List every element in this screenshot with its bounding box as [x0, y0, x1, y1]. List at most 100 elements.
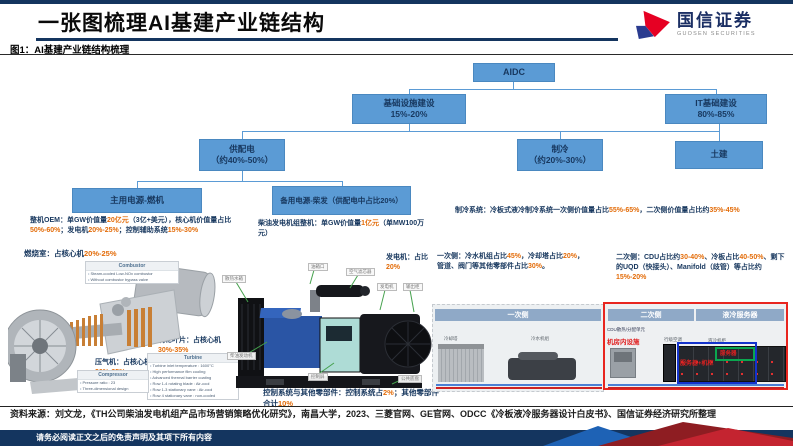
node-civil-construction: 土建	[675, 141, 763, 169]
coolant-pipe-blue	[608, 384, 784, 386]
callout-alternator: 发电机	[377, 283, 397, 291]
node-label: 土建	[710, 149, 728, 160]
turbine-item: Advanced thermal barrier coating	[148, 375, 238, 381]
cooling-tower-label: 冷却塔	[444, 336, 458, 341]
room-facility-label: 机房内设施	[607, 339, 640, 346]
node-label: 制冷	[551, 143, 569, 154]
cdu-unit-icon	[610, 348, 636, 378]
footer-decoration	[543, 422, 793, 446]
node-cooling: 制冷 （约20%-30%）	[517, 139, 603, 171]
note-turbine-oem: 整机OEM：单GW价值量20亿元（3亿+美元），核心机价值量占比50%-60%；…	[30, 217, 232, 234]
callout-control-panel: 控制屏	[308, 373, 328, 381]
turbine-callout: Turbine Turbine inlet temperature : 1600…	[147, 353, 239, 400]
node-it-infrastructure: IT基础建设 80%-85%	[665, 94, 767, 124]
connector	[513, 82, 514, 89]
node-pct: 80%-85%	[697, 109, 735, 119]
connector	[409, 124, 410, 131]
combustor-item: Without combustor bypass valve	[86, 277, 178, 283]
server-highlight-box	[715, 347, 755, 361]
page-title: 一张图梳理AI基建产业链结构	[38, 12, 325, 35]
node-pct: （约40%-50%）	[210, 155, 274, 165]
compressor-item: Three-dimensional design	[78, 386, 148, 392]
node-label: IT基础建设	[695, 97, 737, 108]
note-primary-side: 一次侧：冷水机组占比45%，冷却塔占比20%，管道、阀门等其他零部件占比30%。	[437, 253, 585, 270]
callout-diesel-engine: 柴油发动机	[227, 352, 256, 360]
compressor-callout: Compressor Pressure ratio : 23 Three-dim…	[77, 370, 149, 393]
figure-caption: 图1：AI基建产业链结构梳理	[10, 45, 130, 56]
gas-turbine-illustration	[3, 263, 216, 394]
note-diesel-genset-value: 柴油发电机组整机：单GW价值量1亿元（单MW100万元）	[258, 220, 425, 237]
combustor-title: Combustor	[86, 262, 178, 271]
brand-name-cn: 国信证券	[677, 10, 753, 30]
connector	[137, 181, 342, 182]
cooling-tower-icon	[438, 344, 484, 382]
turbine-item: Turbine inlet temperature : 1600°C	[148, 363, 238, 369]
node-label: 主用电源-燃机	[110, 194, 164, 205]
callout-air-filter: 空气滤芯器	[346, 268, 375, 276]
row-ac-label: 行级空调	[664, 337, 682, 342]
connector	[560, 131, 561, 139]
node-label: AIDC	[503, 66, 525, 77]
node-pct: 15%-20%	[390, 109, 428, 119]
combustor-callout: Combustor Steam-cooled Low-NOx combustor…	[85, 261, 179, 284]
lc-server-header: 液冷服务器	[696, 309, 784, 321]
coolant-pipe-blue	[436, 384, 602, 386]
brand-name-en: GUOSEN SECURITIES	[677, 30, 756, 37]
footer-disclaimer: 请务必阅读正文之后的免责声明及其项下所有内容	[36, 433, 212, 442]
rack-led-row	[681, 373, 785, 375]
server-racks-icon	[678, 346, 786, 382]
node-backup-power-diesel: 备用电源-柴发（供配电中占比20%）	[272, 186, 411, 215]
node-infrastructure: 基础设施建设 15%-20%	[352, 94, 466, 124]
callout-radiator: 散热水箱	[222, 275, 246, 283]
callout-base-frame: 公共底盘	[398, 375, 422, 383]
note-turbine-blade-share: 涡轮叶片：占核心机30%-35%	[158, 337, 221, 354]
connector	[242, 131, 720, 132]
note-control-system-share: 控制系统与其他零部件：控制系统占2%；其他零部件合计10%	[263, 388, 439, 408]
diesel-generator-figure: 散热水箱 油箱口 空气滤芯器 发电机 输出柜 柴油发动机 控制屏 公共底盘	[222, 258, 434, 404]
connector	[409, 89, 717, 90]
turbine-item: Row 4 stationary vane : non-cooled	[148, 393, 238, 399]
node-label: 供配电	[229, 143, 255, 154]
callout-output-cabinet: 输出柜	[403, 283, 423, 291]
connector	[716, 89, 717, 94]
connector	[342, 181, 343, 186]
note-cooling-system: 制冷系统：冷板式液冷制冷系统一次侧价值量占比55%-65%，二次侧价值量占比约3…	[455, 207, 740, 214]
brand-logo: 国信证券 GUOSEN SECURITIES	[633, 8, 756, 40]
node-pct: （约20%-30%）	[528, 155, 592, 165]
note-generator-share: 发电机：占比20%	[386, 254, 428, 271]
node-main-power-gas-turbine: 主用电源-燃机	[72, 188, 202, 213]
source-text: 资料来源：刘文龙，《TH公司柴油发电机组产品市场营销策略优化研究》，南昌大学，2…	[10, 409, 717, 419]
combustor-item: Steam-cooled Low-NOx combustor	[86, 271, 178, 277]
node-power-supply: 供配电 （约40%-50%）	[199, 139, 285, 171]
gas-turbine-figure: Combustor Steam-cooled Low-NOx combustor…	[3, 258, 239, 406]
rack-led-row	[681, 361, 785, 363]
turbine-item: High performance film cooling	[148, 369, 238, 375]
liquid-cooling-figure: 一次侧 冷却塔 冷水机组 二次侧 液冷服务器 CDU散热/分配单元 机房内设施 …	[432, 300, 790, 396]
chiller-label: 冷水机组	[531, 336, 549, 341]
caption-underline	[0, 54, 793, 55]
connector	[242, 131, 243, 139]
connector	[137, 181, 138, 188]
secondary-side-header: 二次侧	[608, 309, 694, 321]
cdu-label: CDU散热/分配单元	[607, 327, 645, 332]
server-label: 服务器	[720, 351, 737, 357]
lc-cabinet-label: 液冷机柜	[708, 338, 726, 343]
note-combustor-share: 燃烧室：占核心机20%-25%	[24, 249, 117, 258]
chiller-icon	[508, 352, 576, 380]
coolant-pipe-red	[436, 387, 602, 389]
callout-fuel-port: 油箱口	[308, 263, 328, 271]
node-label: 备用电源-柴发（供配电中占比20%）	[280, 195, 403, 205]
title-underline	[36, 38, 618, 41]
server-rack-highlight-box	[677, 342, 757, 384]
compressor-item: Pressure ratio : 23	[78, 380, 148, 386]
node-aidc: AIDC	[473, 63, 555, 82]
node-label: 基础设施建设	[383, 97, 435, 108]
connector	[719, 124, 720, 141]
server-rack-label: 服务器+机柜	[680, 361, 714, 367]
connector	[242, 171, 243, 181]
compressor-title: Compressor	[78, 371, 148, 380]
turbine-item: Row 1-4 rotating blade : Air-cool	[148, 381, 238, 387]
note-secondary-side: 二次侧：CDU占比约30-40%、冷板占比40-50%、剩下的UQD（快接头）、…	[616, 254, 785, 281]
diesel-generator-illustration	[235, 269, 432, 388]
